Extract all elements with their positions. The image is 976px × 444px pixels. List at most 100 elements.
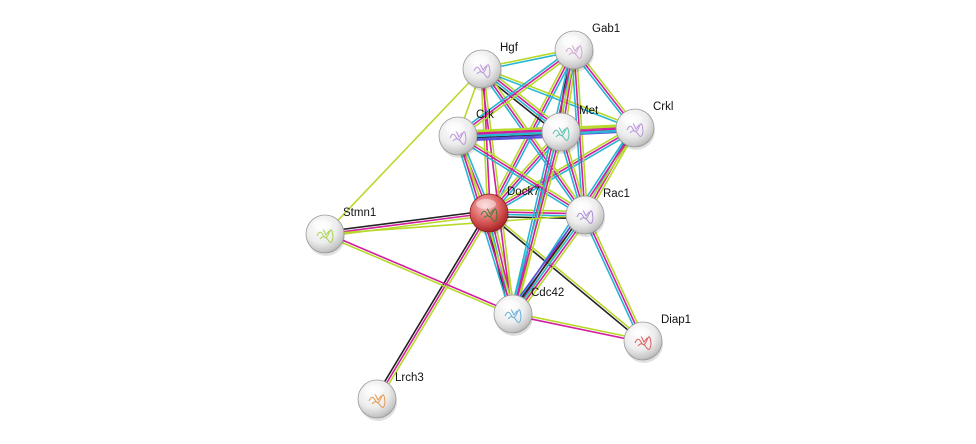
edge-line-database xyxy=(509,130,560,315)
edge-dock7-stmn1 xyxy=(323,209,491,238)
node-highlight xyxy=(364,385,384,395)
edge-line-experimental xyxy=(324,212,490,235)
protein-structure-icon xyxy=(504,308,522,323)
node-gab1[interactable]: Gab1 xyxy=(554,23,620,72)
edge-line-textmining xyxy=(323,234,514,316)
edge-line-textmining xyxy=(378,213,492,402)
node-rac1[interactable]: Rac1 xyxy=(565,188,630,237)
node-label-crk: Crk xyxy=(476,109,494,121)
node-met[interactable]: Met xyxy=(541,105,599,154)
protein-structure-icon xyxy=(565,44,583,59)
edge-line-textmining xyxy=(488,211,645,341)
node-label-crkl: Crkl xyxy=(653,101,673,113)
node-highlight xyxy=(572,201,592,211)
edge-rac1-cdc42 xyxy=(508,211,590,318)
edge-dock7-diap1 xyxy=(487,211,645,343)
edge-cdc42-diap1 xyxy=(511,312,645,343)
node-highlight xyxy=(312,220,332,230)
edge-line-database xyxy=(489,129,638,216)
protein-structure-icon xyxy=(634,335,652,350)
node-label-cdc42: Cdc42 xyxy=(531,287,564,299)
node-highlight xyxy=(561,36,581,46)
node-highlight xyxy=(630,327,650,337)
edge-hgf-crkl xyxy=(480,67,637,130)
edge-line-textmining xyxy=(324,68,483,235)
node-highlight xyxy=(469,55,489,65)
node-label-rac1: Rac1 xyxy=(603,188,630,200)
edge-line-database xyxy=(479,69,584,218)
node-highlight xyxy=(445,122,465,132)
edge-hgf-stmn1 xyxy=(324,68,483,235)
edge-line-textmining xyxy=(512,312,645,341)
edge-line-experimental xyxy=(512,49,575,315)
node-crkl[interactable]: Crkl xyxy=(615,101,673,150)
node-hgf[interactable]: Hgf xyxy=(462,42,519,91)
edge-met-cdc42 xyxy=(509,130,565,316)
node-cdc42[interactable]: Cdc42 xyxy=(493,287,564,336)
edge-line-experimental xyxy=(376,212,490,400)
node-label-diap1: Diap1 xyxy=(661,314,691,326)
edge-crk-rac1 xyxy=(455,133,588,218)
node-label-hgf: Hgf xyxy=(500,42,519,54)
edge-line-homology xyxy=(508,211,582,312)
edge-line-experimental xyxy=(514,215,588,317)
node-highlight xyxy=(500,300,520,310)
edge-dock7-lrch3 xyxy=(374,210,492,402)
edge-line-experimental xyxy=(512,131,562,315)
edge-line-experimental xyxy=(324,232,515,314)
node-highlight xyxy=(476,199,496,209)
edge-line-coexpression xyxy=(510,212,584,314)
edge-line-textmining xyxy=(458,51,577,139)
node-label-met: Met xyxy=(579,105,599,117)
node-stmn1[interactable]: Stmn1 xyxy=(305,207,376,256)
edge-line-experimental xyxy=(480,68,513,315)
protein-structure-icon xyxy=(626,122,644,137)
protein-structure-icon xyxy=(576,209,594,224)
node-lrch3[interactable]: Lrch3 xyxy=(357,372,424,421)
edge-line-textmining xyxy=(516,217,590,318)
node-label-gab1: Gab1 xyxy=(592,23,620,35)
edge-line-experimental xyxy=(481,68,586,216)
protein-structure-icon xyxy=(368,393,386,408)
edge-line-textmining xyxy=(324,214,491,238)
edge-line-textmining xyxy=(586,213,646,341)
edge-line-database xyxy=(582,215,642,343)
edge-line-textmining xyxy=(486,125,635,212)
edge-line-coexpression xyxy=(487,213,644,343)
edge-line-database xyxy=(512,214,586,315)
edge-line-experimental xyxy=(488,127,636,214)
protein-structure-icon xyxy=(473,63,491,78)
node-dock7[interactable]: Dock7 xyxy=(469,186,540,235)
node-label-lrch3: Lrch3 xyxy=(395,372,424,384)
edge-cdc42-stmn1 xyxy=(323,232,515,316)
edge-line-textmining xyxy=(458,133,588,214)
edge-line-textmining xyxy=(514,131,565,316)
edge-line-experimental xyxy=(584,214,644,342)
node-label-stmn1: Stmn1 xyxy=(343,207,376,219)
edge-line-experimental xyxy=(457,49,575,137)
edge-dock7-crkl xyxy=(486,125,638,216)
protein-structure-icon xyxy=(552,126,570,141)
edge-line-textmining xyxy=(483,66,588,215)
protein-structure-icon xyxy=(480,207,498,222)
edge-hgf-rac1 xyxy=(479,66,588,218)
edge-line-database xyxy=(509,48,573,315)
edge-line-textmining xyxy=(480,68,489,214)
edge-line-textmining xyxy=(481,67,637,128)
node-label-dock7: Dock7 xyxy=(507,186,540,198)
edge-line-coexpression xyxy=(323,209,490,233)
edge-stmn1-rac1 xyxy=(324,214,586,235)
edge-line-database xyxy=(455,47,574,135)
edge-line-coexpression xyxy=(374,210,488,399)
edge-line-database xyxy=(480,69,636,130)
node-diap1[interactable]: Diap1 xyxy=(623,314,691,363)
edge-gab1-crk xyxy=(455,47,577,139)
node-crk[interactable]: Crk xyxy=(438,109,494,158)
edge-rac1-diap1 xyxy=(582,213,646,343)
edge-line-experimental xyxy=(457,135,586,216)
protein-structure-icon xyxy=(316,228,334,243)
edge-line-database xyxy=(455,137,585,218)
protein-structure-icon xyxy=(449,130,467,145)
